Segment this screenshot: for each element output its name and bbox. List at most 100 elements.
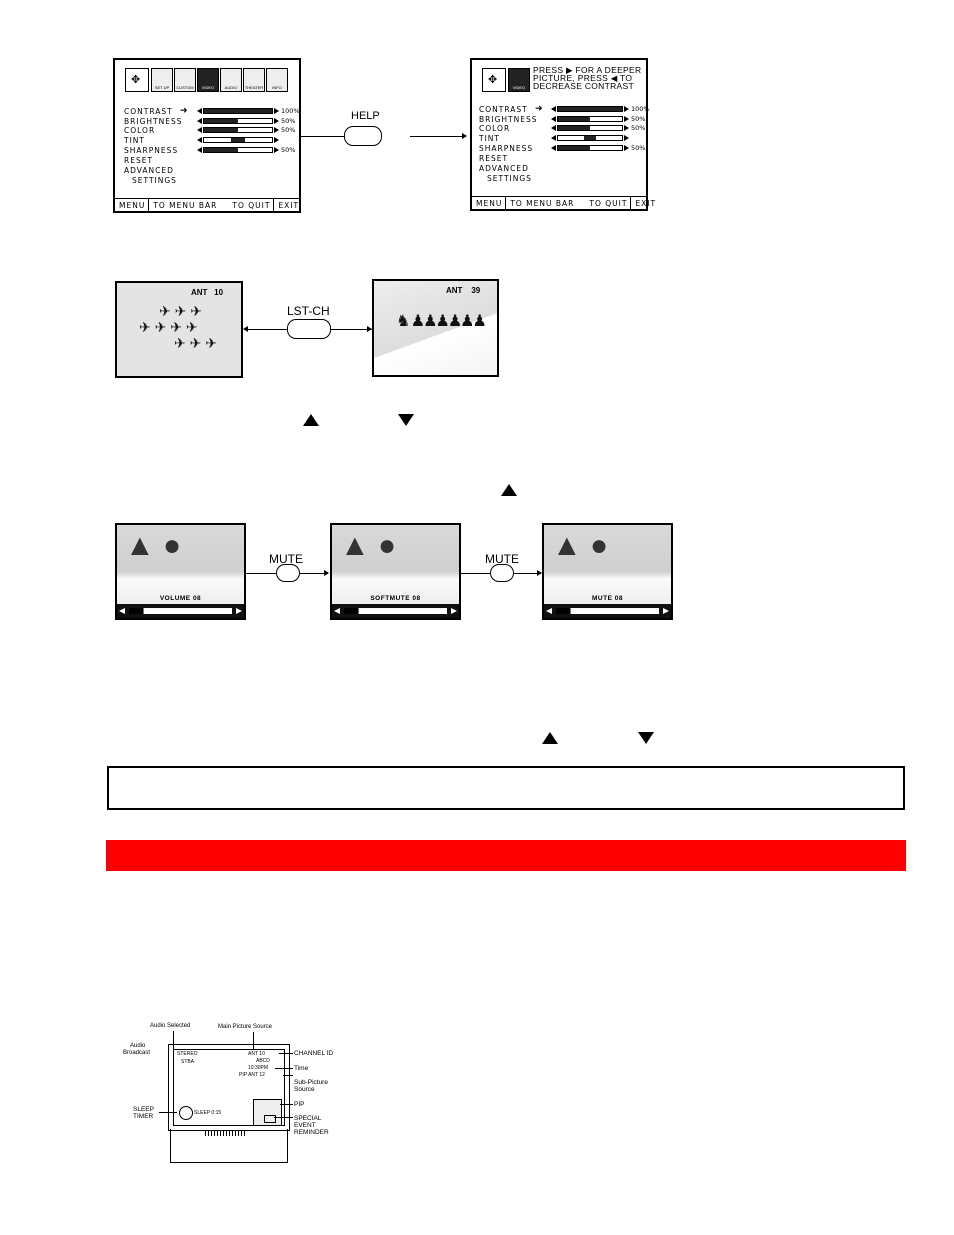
footer-to-quit: TO QUIT xyxy=(228,199,275,211)
menu-item-value: 100% xyxy=(281,107,300,115)
tab-theater[interactable]: THEATER xyxy=(243,68,265,92)
tab-audio[interactable]: AUDIO xyxy=(220,68,242,92)
decrease-arrow-icon[interactable] xyxy=(197,137,202,144)
decrease-arrow-icon[interactable] xyxy=(197,127,202,134)
mute-label-1: MUTE xyxy=(269,552,303,566)
connector-line xyxy=(301,136,346,137)
tab-info[interactable]: INFO xyxy=(266,68,288,92)
menu-item-value: 50% xyxy=(281,126,296,135)
level-slider[interactable] xyxy=(557,125,623,132)
menu-item-advanced-settings[interactable]: SETTINGS xyxy=(132,176,177,185)
help-menu-screen: ✥ VIDEO PRESS ▶ FOR A DEEPER PICTURE, PR… xyxy=(470,58,655,211)
level-slider[interactable] xyxy=(203,146,273,153)
decrease-arrow-icon[interactable] xyxy=(197,146,202,153)
tv-screen: STEREO STBA ANT 10 ABCD 10:30PM PIP ANT … xyxy=(168,1044,290,1131)
mute-button-2[interactable] xyxy=(490,564,514,582)
tab-setup[interactable]: SET UP xyxy=(151,68,173,92)
pip-label: PIP xyxy=(294,1101,305,1108)
level-slider[interactable] xyxy=(557,135,623,142)
level-slider[interactable] xyxy=(203,137,273,144)
level-slider[interactable] xyxy=(203,127,273,134)
menu-item-label[interactable]: TINT xyxy=(124,136,145,146)
volume-bar: MUTE 08 xyxy=(544,595,671,618)
leader-line xyxy=(159,1112,177,1113)
level-slider[interactable] xyxy=(557,115,623,122)
audio-selected-label: Audio Selected xyxy=(150,1023,191,1029)
menu-item-label[interactable]: SHARPNESS xyxy=(124,145,179,155)
increase-arrow-icon[interactable] xyxy=(274,117,279,124)
tab-video[interactable]: VIDEO xyxy=(508,68,530,92)
channel-id: ANT 10 xyxy=(191,288,224,297)
volume-track xyxy=(556,608,659,614)
mute-state-screen: ▲ ●SOFTMUTE 08 xyxy=(330,523,461,620)
menu-item-reset[interactable]: RESET xyxy=(479,154,509,163)
menu-item-label[interactable]: SHARPNESS xyxy=(479,143,534,153)
increase-arrow-icon[interactable] xyxy=(624,135,629,142)
menu-item-label[interactable]: COLOR xyxy=(479,124,511,134)
level-slider[interactable] xyxy=(203,117,273,124)
level-slider[interactable] xyxy=(203,108,273,114)
menu-item-advanced[interactable]: ADVANCED xyxy=(479,164,529,173)
decrease-arrow-icon[interactable] xyxy=(551,106,556,112)
volume-up-icon xyxy=(451,608,457,614)
menu-item-label[interactable]: TINT xyxy=(479,134,500,144)
decrease-arrow-icon[interactable] xyxy=(551,115,556,122)
increase-arrow-icon[interactable] xyxy=(274,137,279,144)
menu-item-label[interactable]: BRIGHTNESS xyxy=(124,116,183,126)
volume-up-icon xyxy=(663,608,669,614)
help-text: PRESS ▶ FOR A DEEPER PICTURE, PRESS ◀ TO… xyxy=(533,66,641,91)
increase-arrow-icon[interactable] xyxy=(274,146,279,153)
lstch-label: LST-CH xyxy=(287,304,330,318)
volume-label: VOLUME 08 xyxy=(159,595,202,602)
reminder-icon xyxy=(264,1115,276,1123)
channel-39-screen: ANT 39 ♞ ♟♟♟♟♟♟ xyxy=(372,279,499,377)
menu-item-label[interactable]: BRIGHTNESS xyxy=(479,114,538,124)
menu-item-label[interactable]: COLOR xyxy=(124,126,156,136)
volume-level xyxy=(556,608,572,614)
navigation-tab[interactable]: ✥ xyxy=(125,68,149,92)
menu-item-label[interactable]: CONTRAST xyxy=(124,107,173,116)
mute-state-screen: ▲ ●MUTE 08 xyxy=(542,523,673,620)
increase-arrow-icon[interactable] xyxy=(274,108,279,114)
increase-arrow-icon[interactable] xyxy=(624,115,629,122)
audio-broadcast-label: Audio Broadcast xyxy=(123,1043,151,1056)
level-slider[interactable] xyxy=(557,144,623,151)
down-arrow-icon xyxy=(638,732,654,744)
lstch-button[interactable] xyxy=(287,319,331,339)
increase-arrow-icon[interactable] xyxy=(624,144,629,151)
channel-id: ANT 39 xyxy=(446,286,481,295)
mute-label-2: MUTE xyxy=(485,552,519,566)
menu-item-reset[interactable]: RESET xyxy=(124,156,154,165)
decrease-arrow-icon[interactable] xyxy=(197,108,202,114)
navigation-tab[interactable]: ✥ xyxy=(482,68,506,92)
menu-item-advanced[interactable]: ADVANCED xyxy=(124,166,174,175)
level-fill xyxy=(231,138,245,143)
decrease-arrow-icon[interactable] xyxy=(551,135,556,142)
leader-line xyxy=(279,1053,293,1054)
decrease-arrow-icon[interactable] xyxy=(197,117,202,124)
decrease-arrow-icon[interactable] xyxy=(551,144,556,151)
plane-icon: ✈ ✈ ✈ xyxy=(174,335,217,351)
increase-arrow-icon[interactable] xyxy=(624,125,629,132)
stereo-text: STEREO xyxy=(177,1051,198,1057)
level-fill xyxy=(558,145,590,150)
volume-label: SOFTMUTE 08 xyxy=(370,595,421,602)
volume-label: MUTE 08 xyxy=(592,595,623,602)
leader-line xyxy=(283,1075,293,1076)
tab-custom[interactable]: CUSTOM xyxy=(174,68,196,92)
level-slider[interactable] xyxy=(557,106,623,112)
increase-arrow-icon[interactable] xyxy=(274,127,279,134)
level-fill xyxy=(558,107,622,111)
menu-item-value: 50% xyxy=(631,124,646,133)
tab-video[interactable]: VIDEO xyxy=(197,68,219,92)
decrease-arrow-icon[interactable] xyxy=(551,125,556,132)
increase-arrow-icon[interactable] xyxy=(624,106,629,112)
arrow-line xyxy=(410,136,464,137)
tv-base xyxy=(170,1129,288,1163)
mute-button-1[interactable] xyxy=(276,564,300,582)
help-button[interactable] xyxy=(344,126,382,146)
menu-item-advanced-settings[interactable]: SETTINGS xyxy=(487,174,532,183)
mute-state-screen: ▲ ●VOLUME 08 xyxy=(115,523,246,620)
help-label: HELP xyxy=(351,110,380,122)
menu-item-label[interactable]: CONTRAST xyxy=(479,105,528,114)
